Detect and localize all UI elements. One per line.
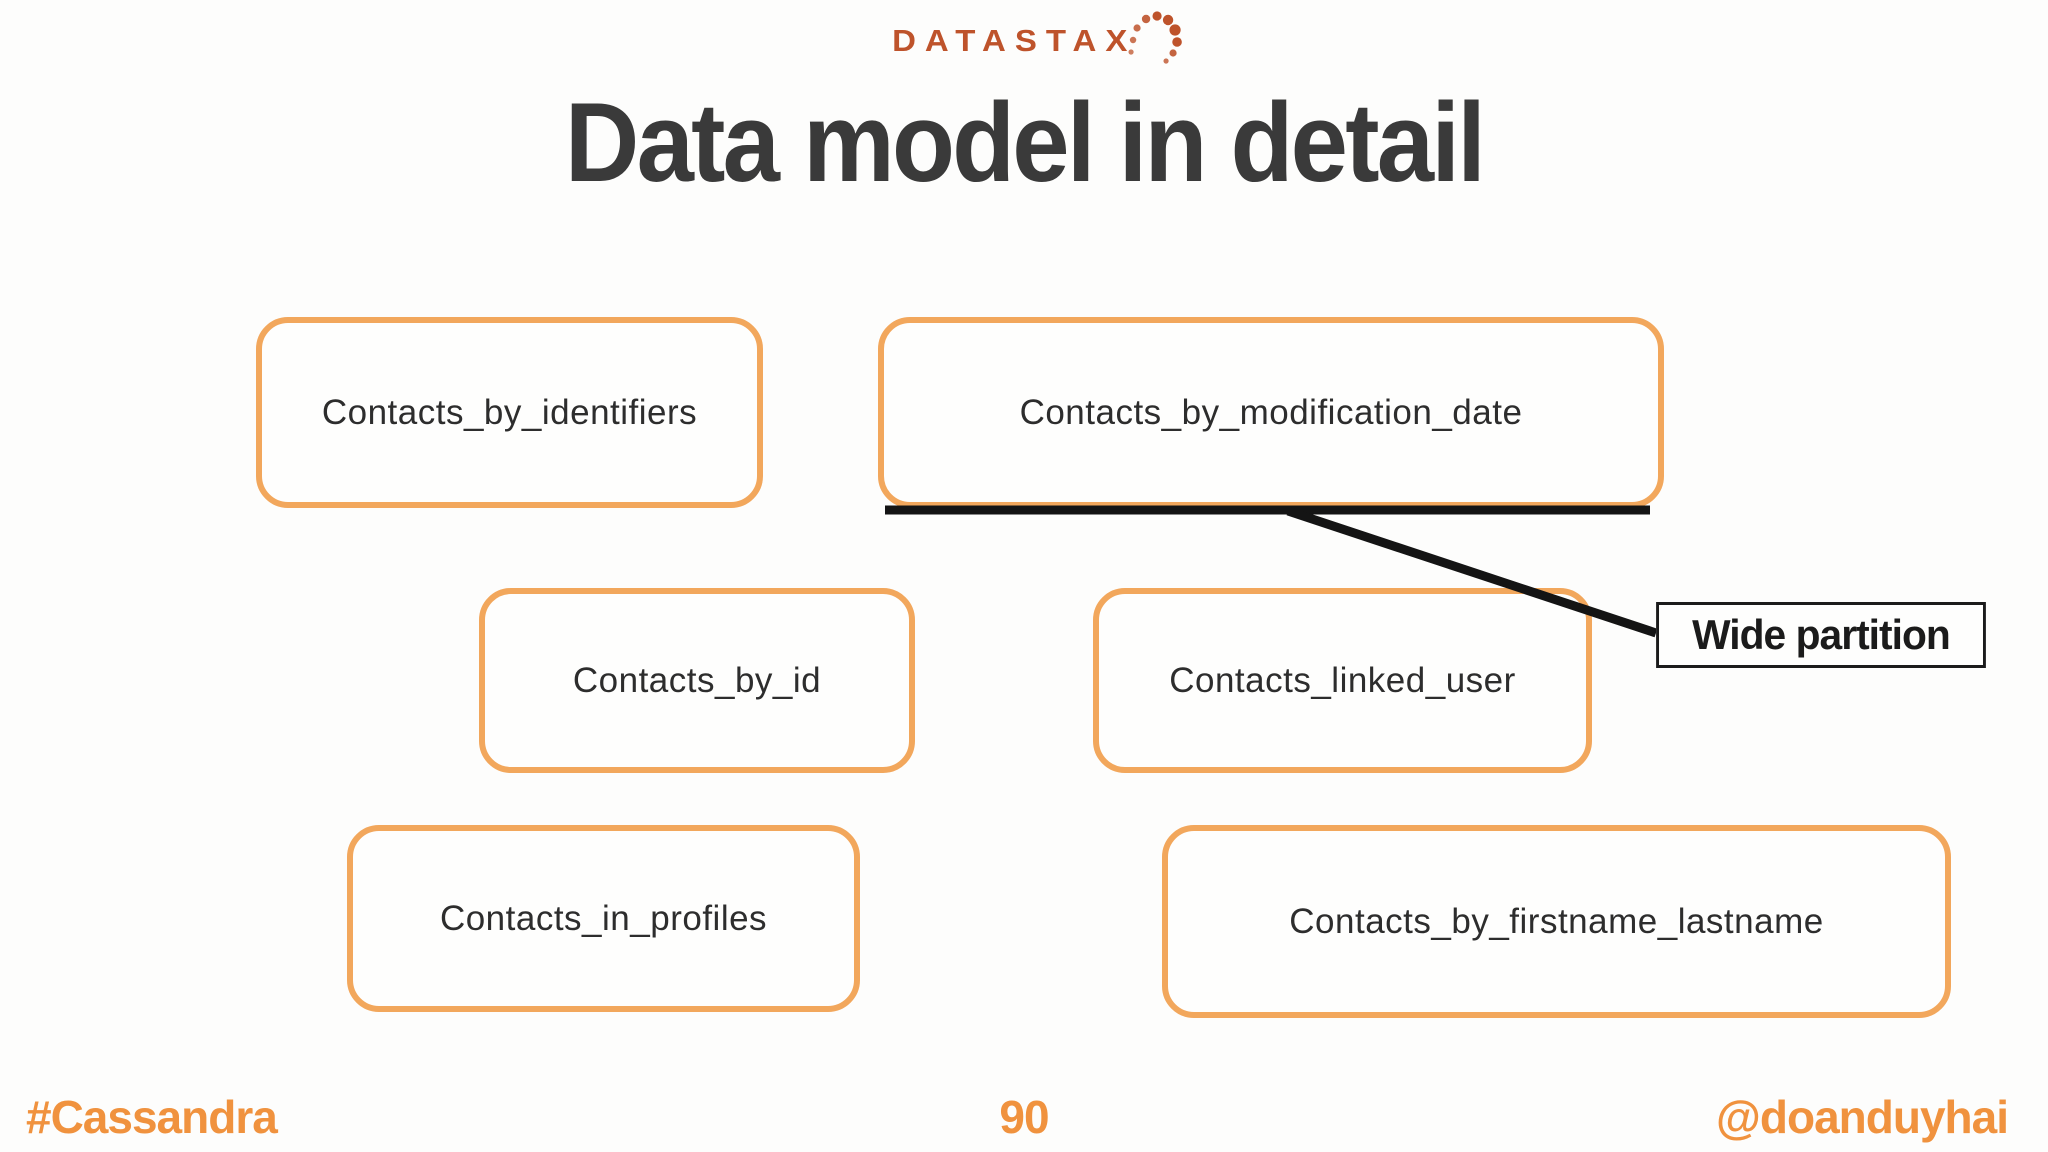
footer-hashtag: #Cassandra bbox=[26, 1091, 278, 1143]
table-box-contacts-by-modification-date: Contacts_by_modification_date bbox=[878, 317, 1664, 508]
table-box-contacts-by-firstname-lastname: Contacts_by_firstname_lastname bbox=[1162, 825, 1951, 1018]
table-label: Contacts_by_firstname_lastname bbox=[1289, 901, 1824, 941]
footer-page-number: 90 bbox=[999, 1091, 1049, 1143]
table-label: Contacts_by_id bbox=[572, 660, 822, 700]
logo-dots-icon bbox=[1128, 11, 1183, 64]
table-label: Contacts_linked_user bbox=[1169, 660, 1516, 700]
table-box-contacts-linked-user: Contacts_linked_user bbox=[1093, 588, 1592, 773]
footer-twitter-handle: @doanduyhai bbox=[1716, 1091, 2009, 1143]
wide-partition-callout: Wide partition bbox=[1656, 602, 1986, 668]
table-label: Contacts_by_identifiers bbox=[321, 392, 698, 432]
table-label: Contacts_by_modification_date bbox=[1019, 392, 1523, 432]
datastax-logo: DATASTAX bbox=[892, 11, 1183, 64]
datastax-logo-text: DATASTAX bbox=[892, 23, 1137, 58]
table-box-contacts-in-profiles: Contacts_in_profiles bbox=[347, 825, 860, 1012]
table-label: Contacts_in_profiles bbox=[439, 898, 768, 938]
table-box-contacts-by-id: Contacts_by_id bbox=[479, 588, 915, 773]
table-box-contacts-by-identifiers: Contacts_by_identifiers bbox=[256, 317, 763, 508]
page-title: Data model in detail bbox=[564, 80, 1486, 205]
wide-partition-label: Wide partition bbox=[1692, 611, 1951, 658]
